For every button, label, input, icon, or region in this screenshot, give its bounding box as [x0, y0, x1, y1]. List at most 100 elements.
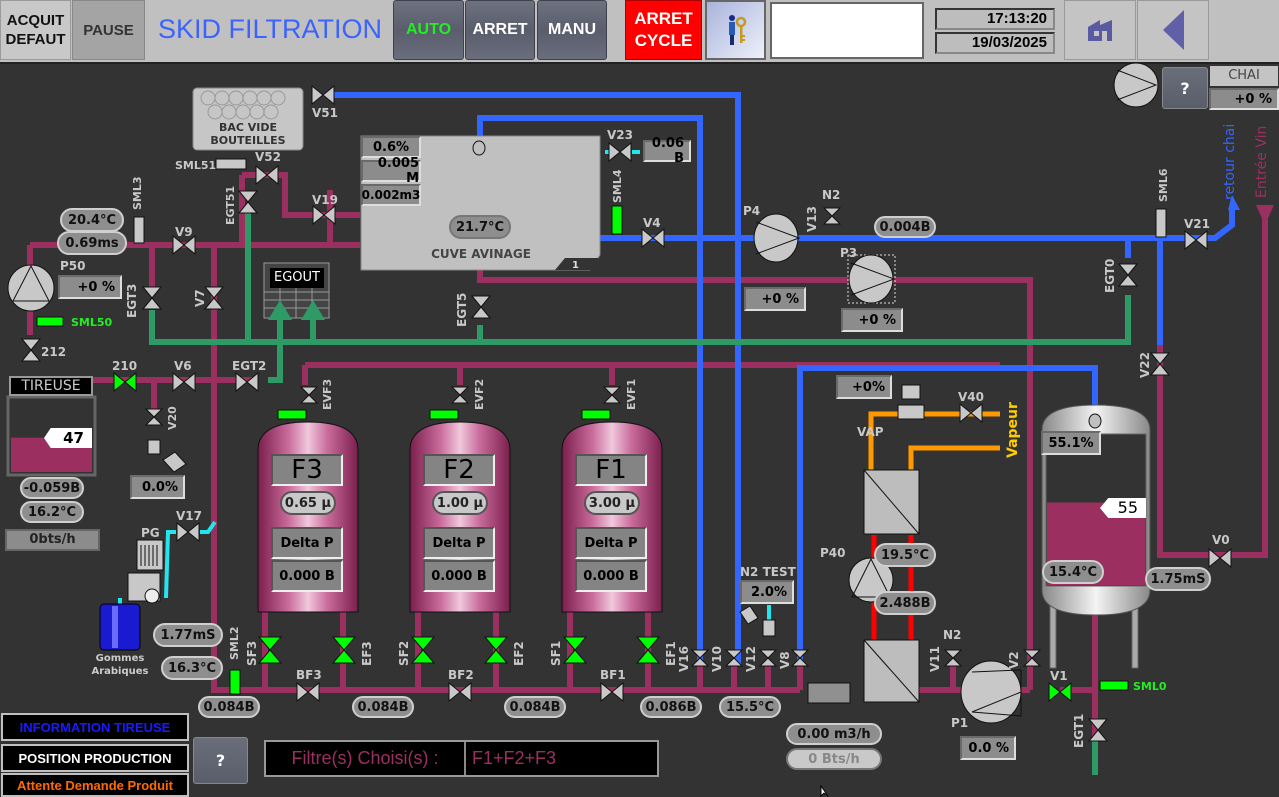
egt0-label: EGT0 [1103, 258, 1117, 293]
p3-label: P3 [840, 246, 858, 260]
back-button[interactable] [1137, 0, 1209, 60]
v12-label: V12 [744, 646, 758, 672]
v17-label: V17 [176, 509, 202, 523]
p40-label: P40 [820, 546, 846, 560]
auto-button[interactable]: AUTO [393, 0, 464, 60]
pump-chai [1113, 62, 1159, 108]
pump-p1 [960, 660, 1022, 724]
filter-evf-label: EVF2 [473, 378, 486, 410]
home-button[interactable] [1064, 0, 1136, 60]
chai-help-button[interactable]: ? [1162, 67, 1208, 109]
cuve-level-pct: 0.6% [361, 136, 421, 158]
left-temperature: 16.3°C [161, 656, 223, 680]
entree-vin-arrow [1256, 205, 1274, 225]
filters-label: Filtre(s) Choisi(s) : [266, 742, 466, 775]
retour-chai-label: retour chai [1222, 123, 1238, 200]
home-factory-icon [1088, 20, 1112, 41]
sml6-label: SML6 [1157, 168, 1170, 202]
buffer-level: 55 [1100, 498, 1146, 518]
filter-ef-label: EF2 [512, 641, 526, 666]
sml51-label: SML51 [175, 159, 217, 172]
v2-label: V2 [1007, 651, 1021, 669]
retour-chai-arrow [1228, 195, 1240, 210]
status-text: Attente Demande Produit [1, 773, 189, 797]
p40-pressure: 2.488B [874, 591, 936, 615]
egt1-label: EGT1 [1072, 713, 1086, 748]
outlet-pressure: 0.086B [640, 696, 702, 718]
filter-sf-label: SF3 [245, 640, 259, 666]
arret-cycle-button[interactable]: ARRET CYCLE [625, 0, 702, 60]
tireuse-pressure: -0.059B [20, 477, 84, 499]
pg-pump [127, 539, 164, 604]
sml2-label: SML2 [228, 626, 241, 660]
user-key-icon [728, 15, 746, 45]
help-button[interactable]: ? [193, 737, 248, 784]
v52-label: V52 [255, 150, 281, 164]
entree-vin-label: Entrée Vin [1254, 125, 1270, 198]
v10-label: V10 [710, 646, 724, 672]
chai-speed: +0 % [1209, 88, 1279, 110]
valve-210-label: 210 [112, 359, 138, 373]
filter-evf-label: EVF1 [625, 378, 638, 410]
filter-delta-label: Delta P [575, 527, 647, 559]
steam-pipes [868, 411, 1000, 470]
gum-drum [99, 603, 141, 651]
v23-pressure: 0.06 B [643, 136, 691, 166]
p50-temperature: 20.4°C [60, 208, 124, 232]
n2-test-label: N2 TEST [740, 565, 796, 579]
p1-label: P1 [951, 716, 969, 730]
filter-name: F3 [271, 454, 343, 486]
mouse-cursor [820, 785, 829, 797]
pump-p4 [753, 213, 801, 263]
buffer-temperature: 15.4°C [1042, 560, 1104, 584]
v9-label: V9 [175, 225, 193, 239]
p40-temperature: 19.5°C [874, 543, 936, 567]
filter-name: F2 [423, 454, 495, 486]
user-field[interactable] [770, 2, 924, 59]
v16-label: V16 [677, 646, 691, 672]
information-tireuse-button[interactable]: INFORMATION TIREUSE [1, 713, 189, 741]
acquit-defaut-button[interactable]: ACQUIT DEFAUT [0, 0, 71, 60]
collector-temperature: 15.5°C [719, 696, 781, 718]
filter-sf-label: SF2 [397, 640, 411, 666]
n2-top-label: N2 [822, 188, 841, 202]
vap-value: +0% [836, 375, 892, 399]
filter-micron: 0.65 µ [280, 491, 336, 515]
egt2-label: EGT2 [232, 359, 267, 373]
p50-conductivity: 0.69ms [57, 231, 127, 255]
manu-button[interactable]: MANU [537, 0, 607, 60]
sml4-label: SML4 [611, 169, 624, 203]
position-production-button[interactable]: POSITION PRODUCTION [1, 744, 189, 772]
v7-label: V7 [193, 289, 207, 307]
cuve-name: CUVE AVINAGE [431, 247, 531, 261]
selected-filters-panel: Filtre(s) Choisi(s) : F1+F2+F3 [264, 740, 659, 777]
v20-percent: 0.0% [130, 475, 185, 499]
p4-label: P4 [743, 204, 761, 218]
tireuse-temperature: 16.2°C [20, 501, 84, 523]
flowmeter [807, 682, 851, 704]
pause-button[interactable]: PAUSE [72, 0, 145, 60]
cuve-number: 1 [572, 260, 579, 271]
egt5-label: EGT5 [455, 292, 469, 327]
user-login-button[interactable] [705, 0, 766, 60]
sml0-label: SML0 [1133, 680, 1167, 693]
filter-delta-value: 0.000 B [271, 560, 343, 592]
drain-pipes [149, 210, 1131, 775]
v22-label: V22 [1138, 352, 1152, 378]
cuve-volume: 0.002m3 [361, 184, 421, 206]
v6-label: V6 [174, 359, 192, 373]
vap-label: VAP [857, 425, 884, 439]
left-conductivity: 1.77mS [153, 623, 223, 647]
filter-pressure: 0.084B [198, 696, 260, 718]
egt51-label: EGT51 [224, 185, 237, 225]
filter-ef-label: EF3 [360, 641, 374, 666]
sml50-label: SML50 [71, 316, 113, 329]
grey-sensors [133, 158, 1167, 244]
arret-button[interactable]: ARRET [465, 0, 535, 60]
tireuse-title: TIREUSE [9, 376, 93, 396]
buffer-conductivity: 1.75mS [1145, 567, 1211, 591]
tireuse-level: 47 [44, 428, 92, 448]
v0-label: V0 [1212, 533, 1230, 547]
